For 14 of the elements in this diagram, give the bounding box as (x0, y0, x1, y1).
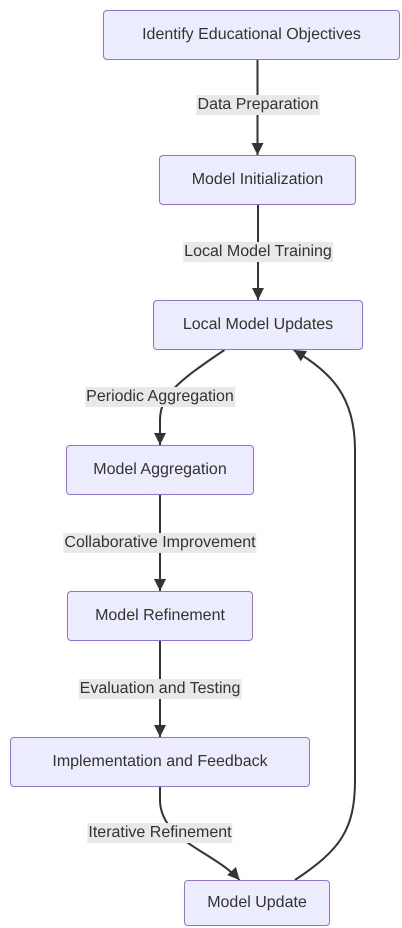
process-box: Implementation and Feedback (10, 737, 310, 787)
process-box: Model Refinement (67, 591, 253, 641)
edge-label: Iterative Refinement (87, 823, 233, 843)
edge-label: Periodic Aggregation (85, 387, 235, 407)
edge-label: Collaborative Improvement (63, 533, 257, 553)
process-box: Model Initialization (159, 155, 356, 205)
arrow (293, 349, 356, 881)
process-box: Model Update (184, 880, 330, 926)
process-box: Model Aggregation (66, 445, 254, 495)
edge-label: Data Preparation (196, 95, 320, 115)
process-box: Local Model Updates (153, 300, 363, 350)
process-box: Identify Educational Objectives (103, 10, 400, 60)
edge-label: Evaluation and Testing (78, 679, 242, 699)
edge-label: Local Model Training (183, 242, 333, 262)
